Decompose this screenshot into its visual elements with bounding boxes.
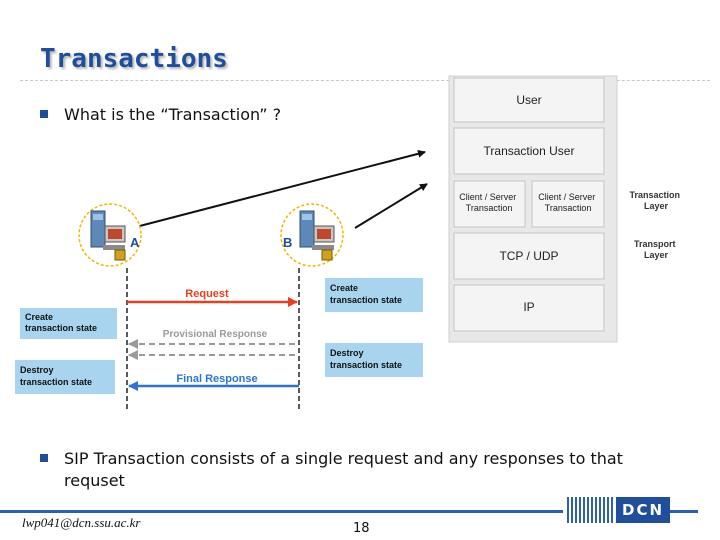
da-line1: Destroy	[20, 365, 54, 375]
bullet-text: What is the “Transaction” ?	[64, 105, 282, 124]
state-box-text: Destroy transaction state	[20, 365, 92, 387]
bullet-definition: SIP Transaction consists of a single req…	[40, 448, 680, 492]
computer-icon	[299, 210, 335, 261]
stack-ip-box	[453, 284, 605, 332]
stack-client-server-label-1: Client / Server Transaction	[459, 192, 519, 213]
cb-line2: transaction state	[330, 295, 402, 305]
protocol-stack: User Transaction User Client / Server Tr…	[448, 75, 682, 343]
provisional-response-label: Provisional Response	[163, 329, 268, 340]
title-divider	[20, 80, 710, 81]
slide-title: Transactions	[40, 44, 228, 74]
state-box-bg	[20, 308, 117, 339]
bullet-text: SIP Transaction consists of a single req…	[64, 449, 623, 490]
dcn-logo: DCN	[567, 497, 671, 523]
footer-divider-left	[0, 510, 563, 513]
cs2-line2: Transaction	[545, 203, 592, 213]
create-state-box-a: Create transaction state	[20, 308, 117, 339]
stack-client-server-box-2	[531, 180, 605, 228]
stack-tcp-udp-box	[453, 232, 605, 280]
stack-transaction-user-box	[453, 127, 605, 175]
request-label: Request	[185, 288, 229, 300]
da-line2: transaction state	[20, 377, 92, 387]
logo-bars-icon	[567, 497, 613, 523]
logo-text: DCN	[616, 497, 671, 523]
stack-transaction-user-label: Transaction User	[484, 144, 575, 158]
ca-line2: transaction state	[25, 323, 97, 333]
stack-ip-label: IP	[523, 300, 534, 314]
db-line2: transaction state	[330, 360, 402, 370]
tl-line1: Transaction	[629, 190, 680, 200]
cs2-line1: Client / Server	[538, 192, 595, 202]
destroy-state-box-b: Destroy transaction state	[325, 343, 423, 377]
cb-line1: Create	[330, 283, 358, 293]
destroy-state-box-a: Destroy transaction state	[15, 360, 115, 394]
stack-tcp-udp-label: TCP / UDP	[499, 249, 558, 263]
tl-line2: Layer	[644, 201, 669, 211]
state-box-text: Destroy transaction state	[330, 348, 402, 370]
bullet-question: What is the “Transaction” ?	[40, 104, 281, 126]
state-box-bg	[325, 278, 423, 312]
footer-email: lwp041@dcn.ssu.ac.kr	[22, 515, 141, 530]
state-box-text: Create transaction state	[25, 312, 97, 333]
stack-user-label: User	[516, 93, 541, 107]
endpoint-a: A	[78, 203, 142, 267]
endpoint-a-label: A	[130, 235, 140, 250]
endpoint-b-label: B	[283, 235, 292, 250]
bullet-square-icon	[40, 110, 48, 118]
stack-client-server-label-2: Client / Server Transaction	[538, 192, 598, 213]
stack-client-server-box-1	[453, 180, 526, 228]
tp-line2: Layer	[644, 250, 669, 260]
page-number: 18	[353, 521, 370, 536]
pointer-arrow-b	[354, 183, 428, 229]
ca-line1: Create	[25, 312, 53, 322]
transaction-layer-label: Transaction Layer	[629, 190, 682, 211]
pointer-arrow-a	[131, 149, 426, 229]
state-box-text: Create transaction state	[330, 283, 402, 305]
computer-icon	[90, 210, 126, 261]
cs1-line2: Transaction	[466, 203, 513, 213]
tp-line1: Transport	[634, 239, 676, 249]
footer-divider-right	[668, 510, 698, 513]
final-response-label: Final Response	[176, 373, 257, 385]
create-state-box-b: Create transaction state	[325, 278, 423, 312]
cs1-line1: Client / Server	[459, 192, 516, 202]
endpoint-b: B	[280, 203, 344, 267]
stack-user-box	[453, 77, 605, 123]
transport-layer-label: Transport Layer	[634, 239, 678, 260]
db-line1: Destroy	[330, 348, 364, 358]
bullet-square-icon	[40, 454, 48, 462]
state-box-bg	[15, 360, 115, 394]
state-box-bg	[325, 343, 423, 377]
